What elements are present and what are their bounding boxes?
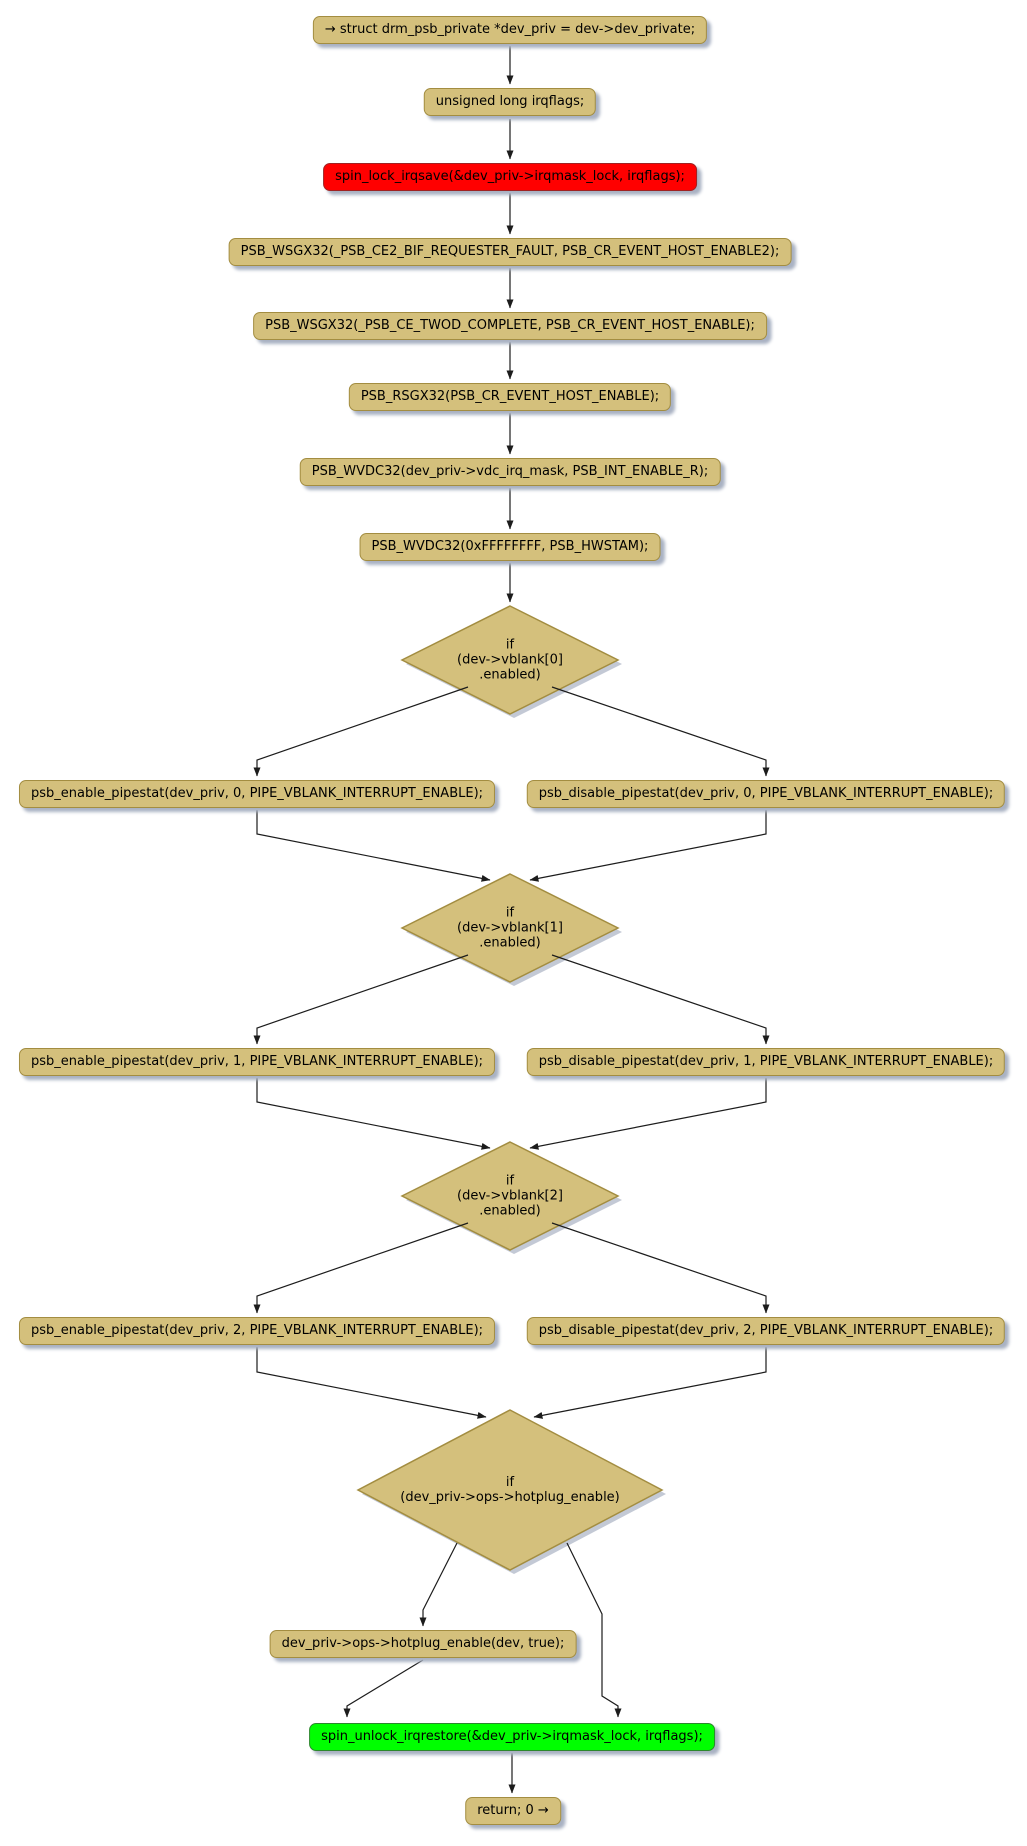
node-disable-pipestat-0: psb_disable_pipestat(dev_priv, 0, PIPE_V… (526, 780, 1006, 808)
node-spin-lock: spin_lock_irqsave(&dev_priv->irqmask_loc… (323, 163, 697, 191)
decision-hotplug-label: if (dev_priv->ops->hotplug_enable) (400, 1475, 620, 1505)
node-enable-pipestat-1: psb_enable_pipestat(dev_priv, 1, PIPE_VB… (18, 1048, 496, 1076)
node-rsgx32-read: PSB_RSGX32(PSB_CR_EVENT_HOST_ENABLE); (348, 383, 672, 411)
node-spin-unlock: spin_unlock_irqrestore(&dev_priv->irqmas… (309, 1723, 715, 1751)
decision-hotplug-shape (356, 1409, 664, 1571)
edge-ifvblank0-true (253, 686, 469, 777)
edge-ifvblank1-true (253, 954, 469, 1045)
edge-ifhotplug-true (419, 1542, 458, 1627)
decision-vblank0-label: if (dev->vblank[0] .enabled) (457, 637, 563, 683)
edge-enable2-to-ifhotplug (256, 1347, 487, 1419)
node-wsgx32-twod: PSB_WSGX32(_PSB_CE_TWOD_COMPLETE, PSB_CR… (253, 312, 767, 340)
node-return: return; 0 → (465, 1797, 561, 1825)
decision-vblank1-shape (400, 873, 620, 983)
edge-disable2-to-ifhotplug (533, 1347, 767, 1419)
node-declare-irqflags: unsigned long irqflags; (423, 88, 597, 116)
decision-vblank2-label: if (dev->vblank[2] .enabled) (457, 1173, 563, 1219)
edge-ifvblank1-false (551, 954, 770, 1045)
edge-ifhotplug-false (566, 1542, 622, 1718)
edge-enable0-to-ifvblank1 (256, 810, 491, 882)
decision-vblank1-label: if (dev->vblank[1] .enabled) (457, 905, 563, 951)
node-start: → struct drm_psb_private *dev_priv = dev… (312, 16, 708, 44)
node-wvdc32-mask: PSB_WVDC32(dev_priv->vdc_irq_mask, PSB_I… (299, 458, 721, 486)
node-disable-pipestat-2: psb_disable_pipestat(dev_priv, 2, PIPE_V… (526, 1317, 1006, 1345)
node-wvdc32-hwstam: PSB_WVDC32(0xFFFFFFFF, PSB_HWSTAM); (359, 533, 661, 561)
decision-vblank2-shape (400, 1141, 620, 1251)
node-enable-pipestat-0: psb_enable_pipestat(dev_priv, 0, PIPE_VB… (18, 780, 496, 808)
node-enable-pipestat-2: psb_enable_pipestat(dev_priv, 2, PIPE_VB… (18, 1317, 496, 1345)
edge-enable1-to-ifvblank2 (256, 1078, 491, 1150)
edge-disable0-to-ifvblank1 (529, 810, 767, 882)
node-hotplug-enable-call: dev_priv->ops->hotplug_enable(dev, true)… (269, 1630, 577, 1658)
decision-vblank0-shape (400, 605, 620, 715)
edge-hotplug-to-unlock (343, 1659, 424, 1718)
node-wsgx32-fault: PSB_WSGX32(_PSB_CE2_BIF_REQUESTER_FAULT,… (228, 238, 792, 266)
edge-disable1-to-ifvblank2 (529, 1078, 767, 1150)
node-disable-pipestat-1: psb_disable_pipestat(dev_priv, 1, PIPE_V… (526, 1048, 1006, 1076)
edge-ifvblank2-true (253, 1222, 469, 1314)
edge-ifvblank2-false (551, 1222, 770, 1314)
edge-ifvblank0-false (551, 686, 770, 777)
